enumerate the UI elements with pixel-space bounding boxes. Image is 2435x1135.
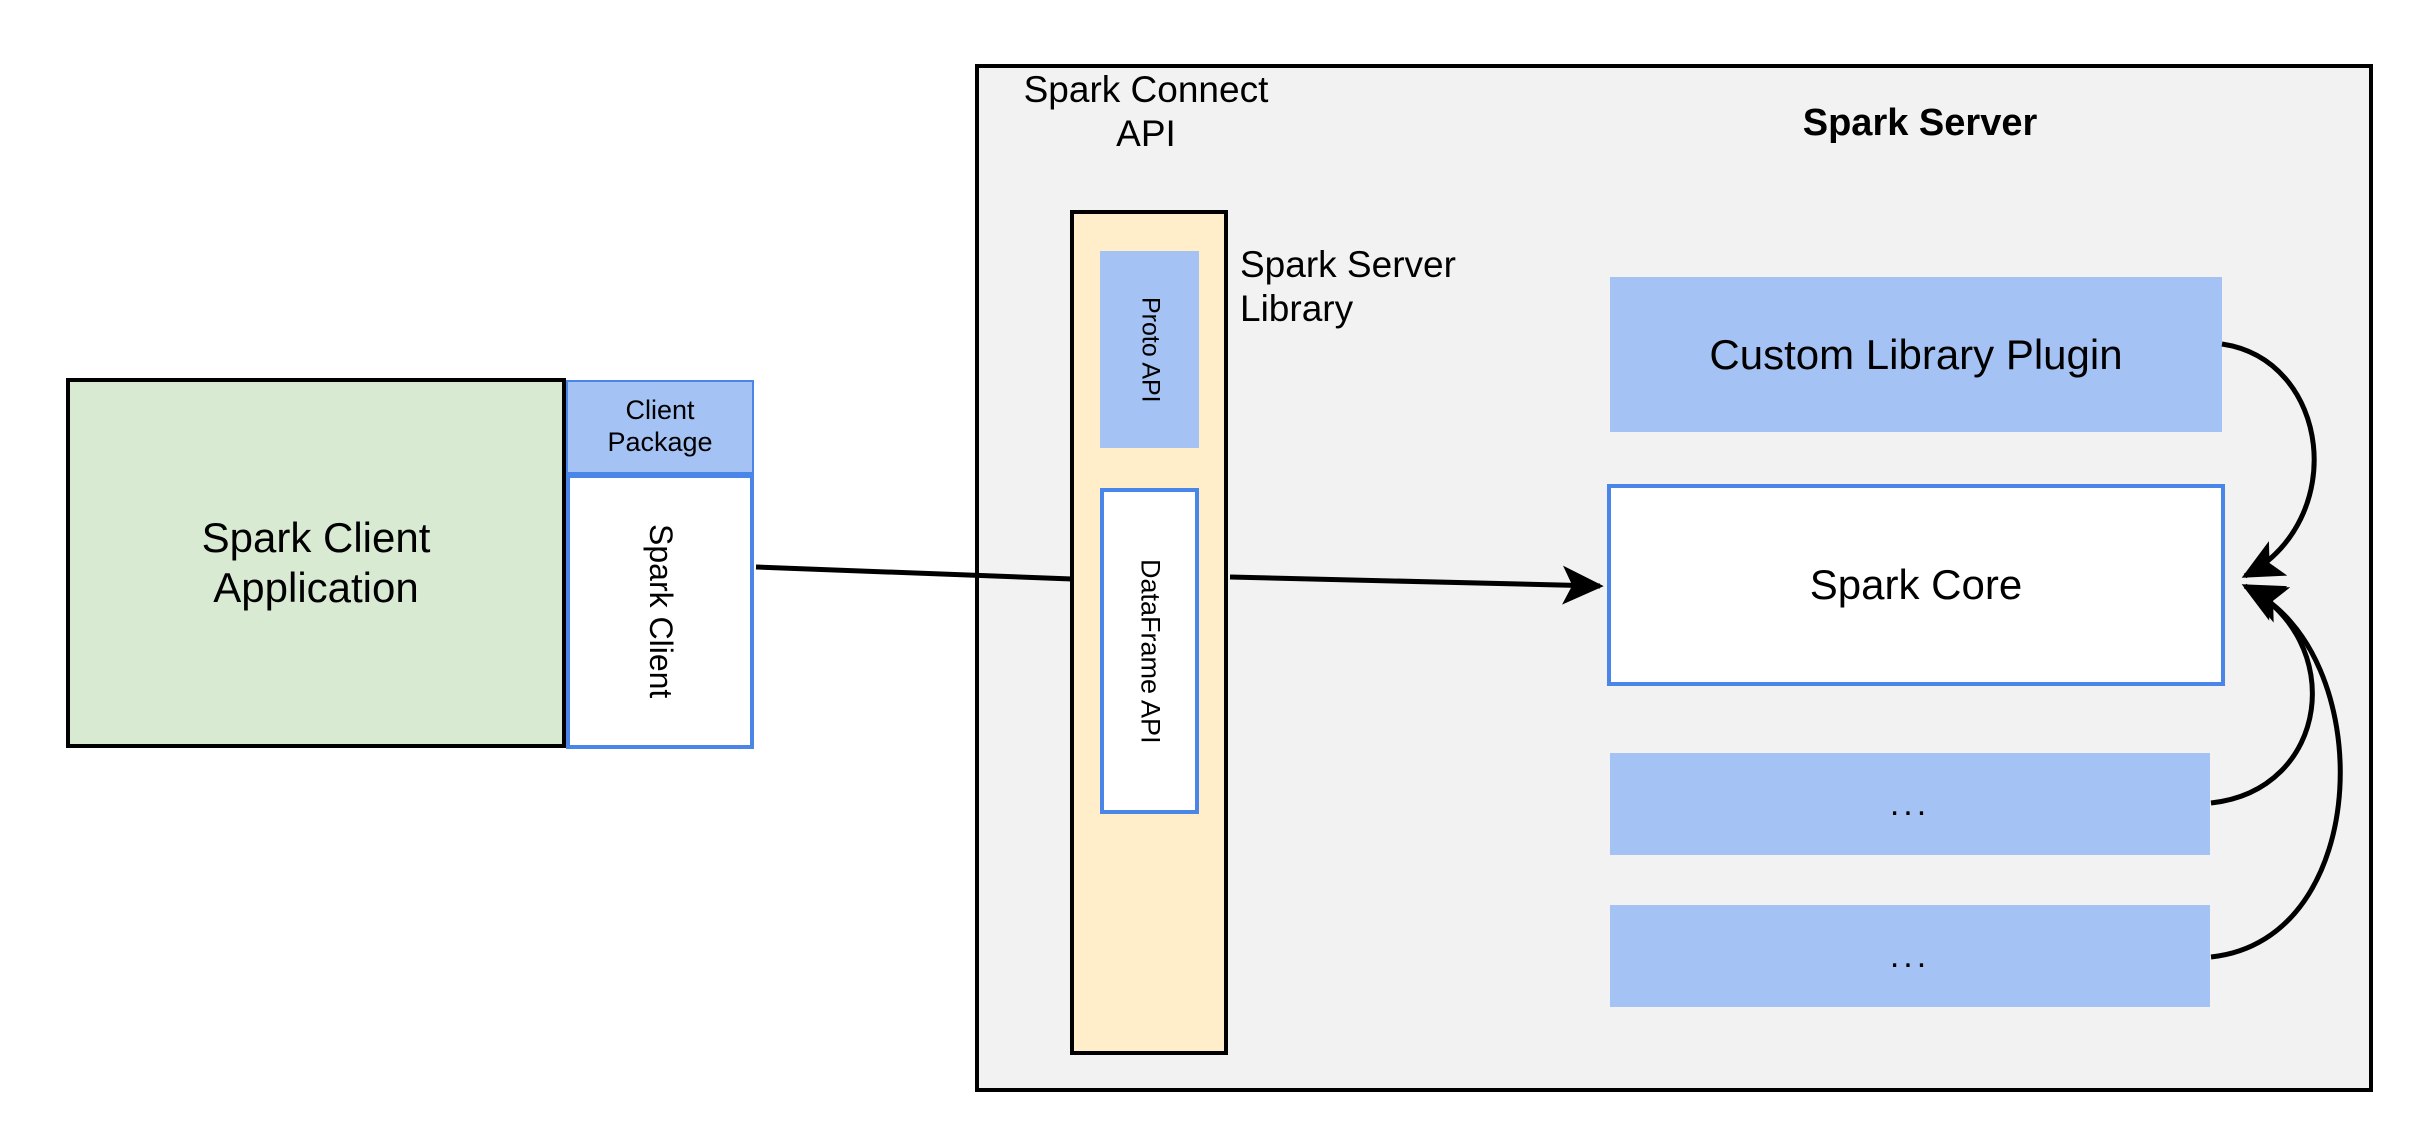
spark-connect-api-label: Spark Connect API	[1000, 64, 1292, 160]
ellipsis-box-2[interactable]: ...	[1610, 905, 2210, 1007]
spark-core-label: Spark Core	[1809, 561, 2023, 609]
spark-server-library-label-line2: Library	[1240, 287, 1354, 329]
spark-server-library-label: Spark Server Library	[1240, 243, 1560, 341]
custom-library-plugin-box[interactable]: Custom Library Plugin	[1610, 277, 2222, 432]
spark-server-title: Spark Server	[1802, 101, 2038, 144]
spark-server-library-label-line1: Spark Server	[1240, 244, 1456, 285]
spark-connect-api-label-line1: Spark Connect	[1023, 69, 1269, 111]
spark-client-box[interactable]: Spark Client	[566, 474, 754, 749]
spark-client-label: Spark Client	[642, 524, 679, 699]
spark-client-application-box[interactable]: Spark Client Application	[66, 378, 566, 748]
spark-connect-api-label-line2: API	[1116, 113, 1176, 154]
proto-api-label: Proto API	[1136, 296, 1165, 403]
spark-client-application-label-line1: Spark Client	[201, 514, 431, 562]
ellipsis-box-1[interactable]: ...	[1610, 753, 2210, 855]
spark-core-box[interactable]: Spark Core	[1607, 484, 2225, 686]
dataframe-api-box[interactable]: DataFrame API	[1100, 488, 1199, 814]
dataframe-api-label: DataFrame API	[1135, 558, 1166, 744]
spark-client-application-label-line2: Application	[213, 564, 419, 611]
custom-library-plugin-label: Custom Library Plugin	[1709, 330, 2123, 378]
proto-api-box[interactable]: Proto API	[1100, 251, 1199, 448]
client-package-label-line1: Client	[625, 395, 695, 426]
client-package-box[interactable]: Client Package	[566, 380, 754, 474]
ellipsis-box-1-label: ...	[1889, 784, 1931, 823]
client-package-label-line2: Package	[607, 427, 713, 457]
ellipsis-box-2-label: ...	[1889, 936, 1931, 975]
